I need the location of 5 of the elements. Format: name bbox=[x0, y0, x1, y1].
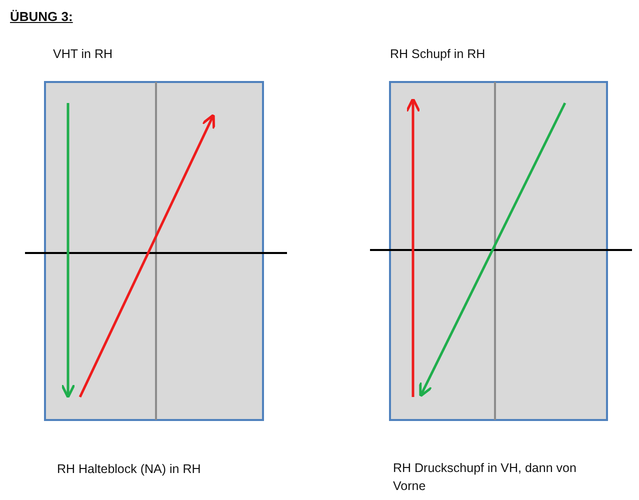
panel-caption: RH Druckschupf in VH, dann von Vorne bbox=[393, 460, 578, 495]
panel-caption: RH Halteblock (NA) in RH bbox=[57, 461, 201, 478]
panel-caption: VHT in RH bbox=[53, 46, 113, 63]
panel-caption: RH Schupf in RH bbox=[390, 46, 486, 63]
title: ÜBUNG 3: bbox=[10, 8, 73, 26]
